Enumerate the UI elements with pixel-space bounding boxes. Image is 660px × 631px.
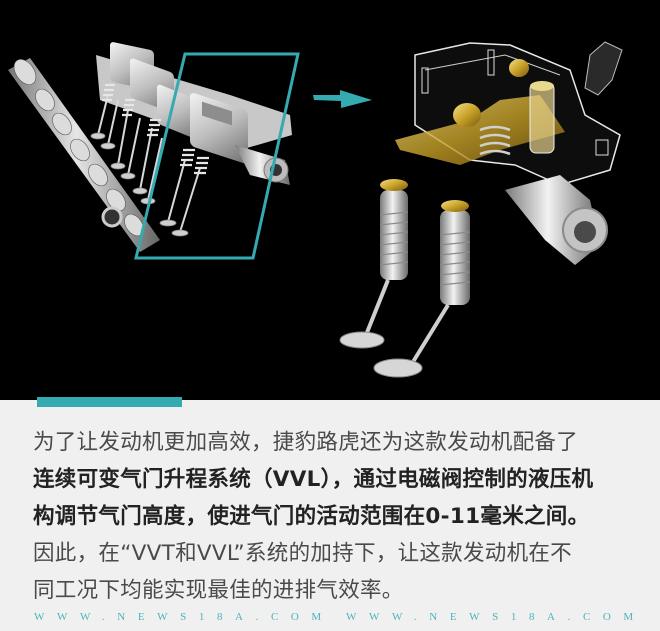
valves-and-springs: [90, 83, 209, 237]
caption-line-4: 因此，在“VVT和VVL”系统的加持下，让这款发动机在不: [33, 541, 572, 566]
engine-render-illustration: [8, 41, 623, 378]
camshaft-end: [235, 145, 290, 185]
watermark-right: WWW.NEWS18A.COM: [346, 611, 646, 623]
accent-bar: [37, 397, 182, 407]
watermark-left: WWW.NEWS18A.COM: [34, 611, 334, 623]
engine-valvetrain-figure: [0, 0, 660, 400]
caption-line-5: 同工况下均能实现最佳的进排气效率。: [33, 578, 404, 603]
vvl-cutaway: [339, 41, 623, 378]
camshaft: [8, 58, 160, 252]
valve-springs: [339, 179, 471, 378]
arrow-right-icon: [313, 90, 372, 108]
caption-line-3: 构调节气门高度，使进气门的活动范围在0-11毫米之间。: [33, 504, 590, 529]
cylinder-head: [96, 42, 292, 164]
caption-line-1: 为了让发动机更加高效，捷豹路虎还为这款发动机配备了: [33, 430, 579, 455]
caption-paragraph: 为了让发动机更加高效，捷豹路虎还为这款发动机配备了 连续可变气门升程系统（VVL…: [33, 424, 633, 609]
caption-line-2: 连续可变气门升程系统（VVL），通过电磁阀控制的液压机: [33, 467, 594, 492]
highlight-frame: [134, 52, 300, 260]
